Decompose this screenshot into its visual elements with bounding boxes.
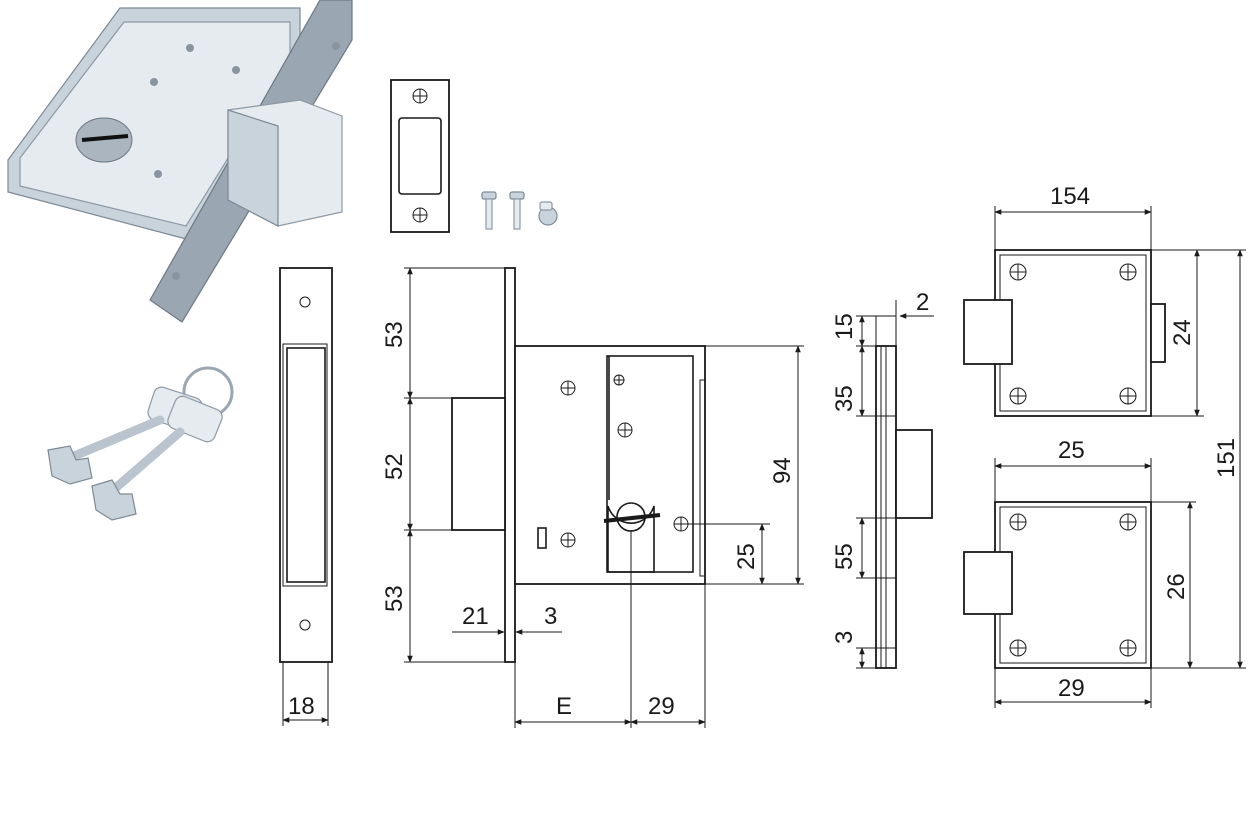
dim-backset: E [556,693,572,720]
dim-overall: 151 [1196,249,1246,669]
strike-plate-small [390,79,450,233]
rose-view-top: 154 24 [963,183,1204,417]
dim-faceplate-thickness: 3 [544,603,557,630]
dim-rose-top-height: 24 [1169,319,1196,346]
lock-body-front [451,267,706,663]
dim-overall-height: 151 [1213,438,1240,478]
dims-lock-right: 94 25 [688,345,804,585]
screws [481,191,558,230]
dims-lock-left: 53 52 53 21 3 [381,267,562,663]
dim-key-to-bottom: 25 [733,543,760,570]
dims-lock-bottom: E 29 [514,530,706,728]
rose-view-bottom: 25 29 26 [963,437,1196,708]
dim-bolt-middle: 52 [381,453,408,480]
dim-strike-width: 18 [288,693,315,720]
keys-photo [47,366,234,521]
dim-bolt-top: 53 [381,321,408,348]
dim-rose-bottom-top: 25 [1058,437,1085,464]
dim-side-bottom: 3 [831,631,858,644]
faceplate-front: 18 [279,267,333,726]
dim-bolt-offset: 21 [462,603,489,630]
dim-rose-top-width: 154 [1050,183,1090,210]
dim-case-height: 94 [769,457,796,484]
dim-rose-bottom-width: 29 [1058,675,1085,702]
dim-side-top: 15 [831,313,858,340]
dim-side-lower: 55 [831,543,858,570]
dim-side-upper: 35 [831,385,858,412]
lock-side-view: 15 2 35 55 3 [831,289,934,669]
dim-key-to-back: 29 [648,693,675,720]
dim-bolt-bottom: 53 [381,585,408,612]
dim-side-faceplate: 2 [916,289,929,316]
lock-photo [7,0,353,323]
dim-rose-bottom-height: 26 [1163,573,1190,600]
